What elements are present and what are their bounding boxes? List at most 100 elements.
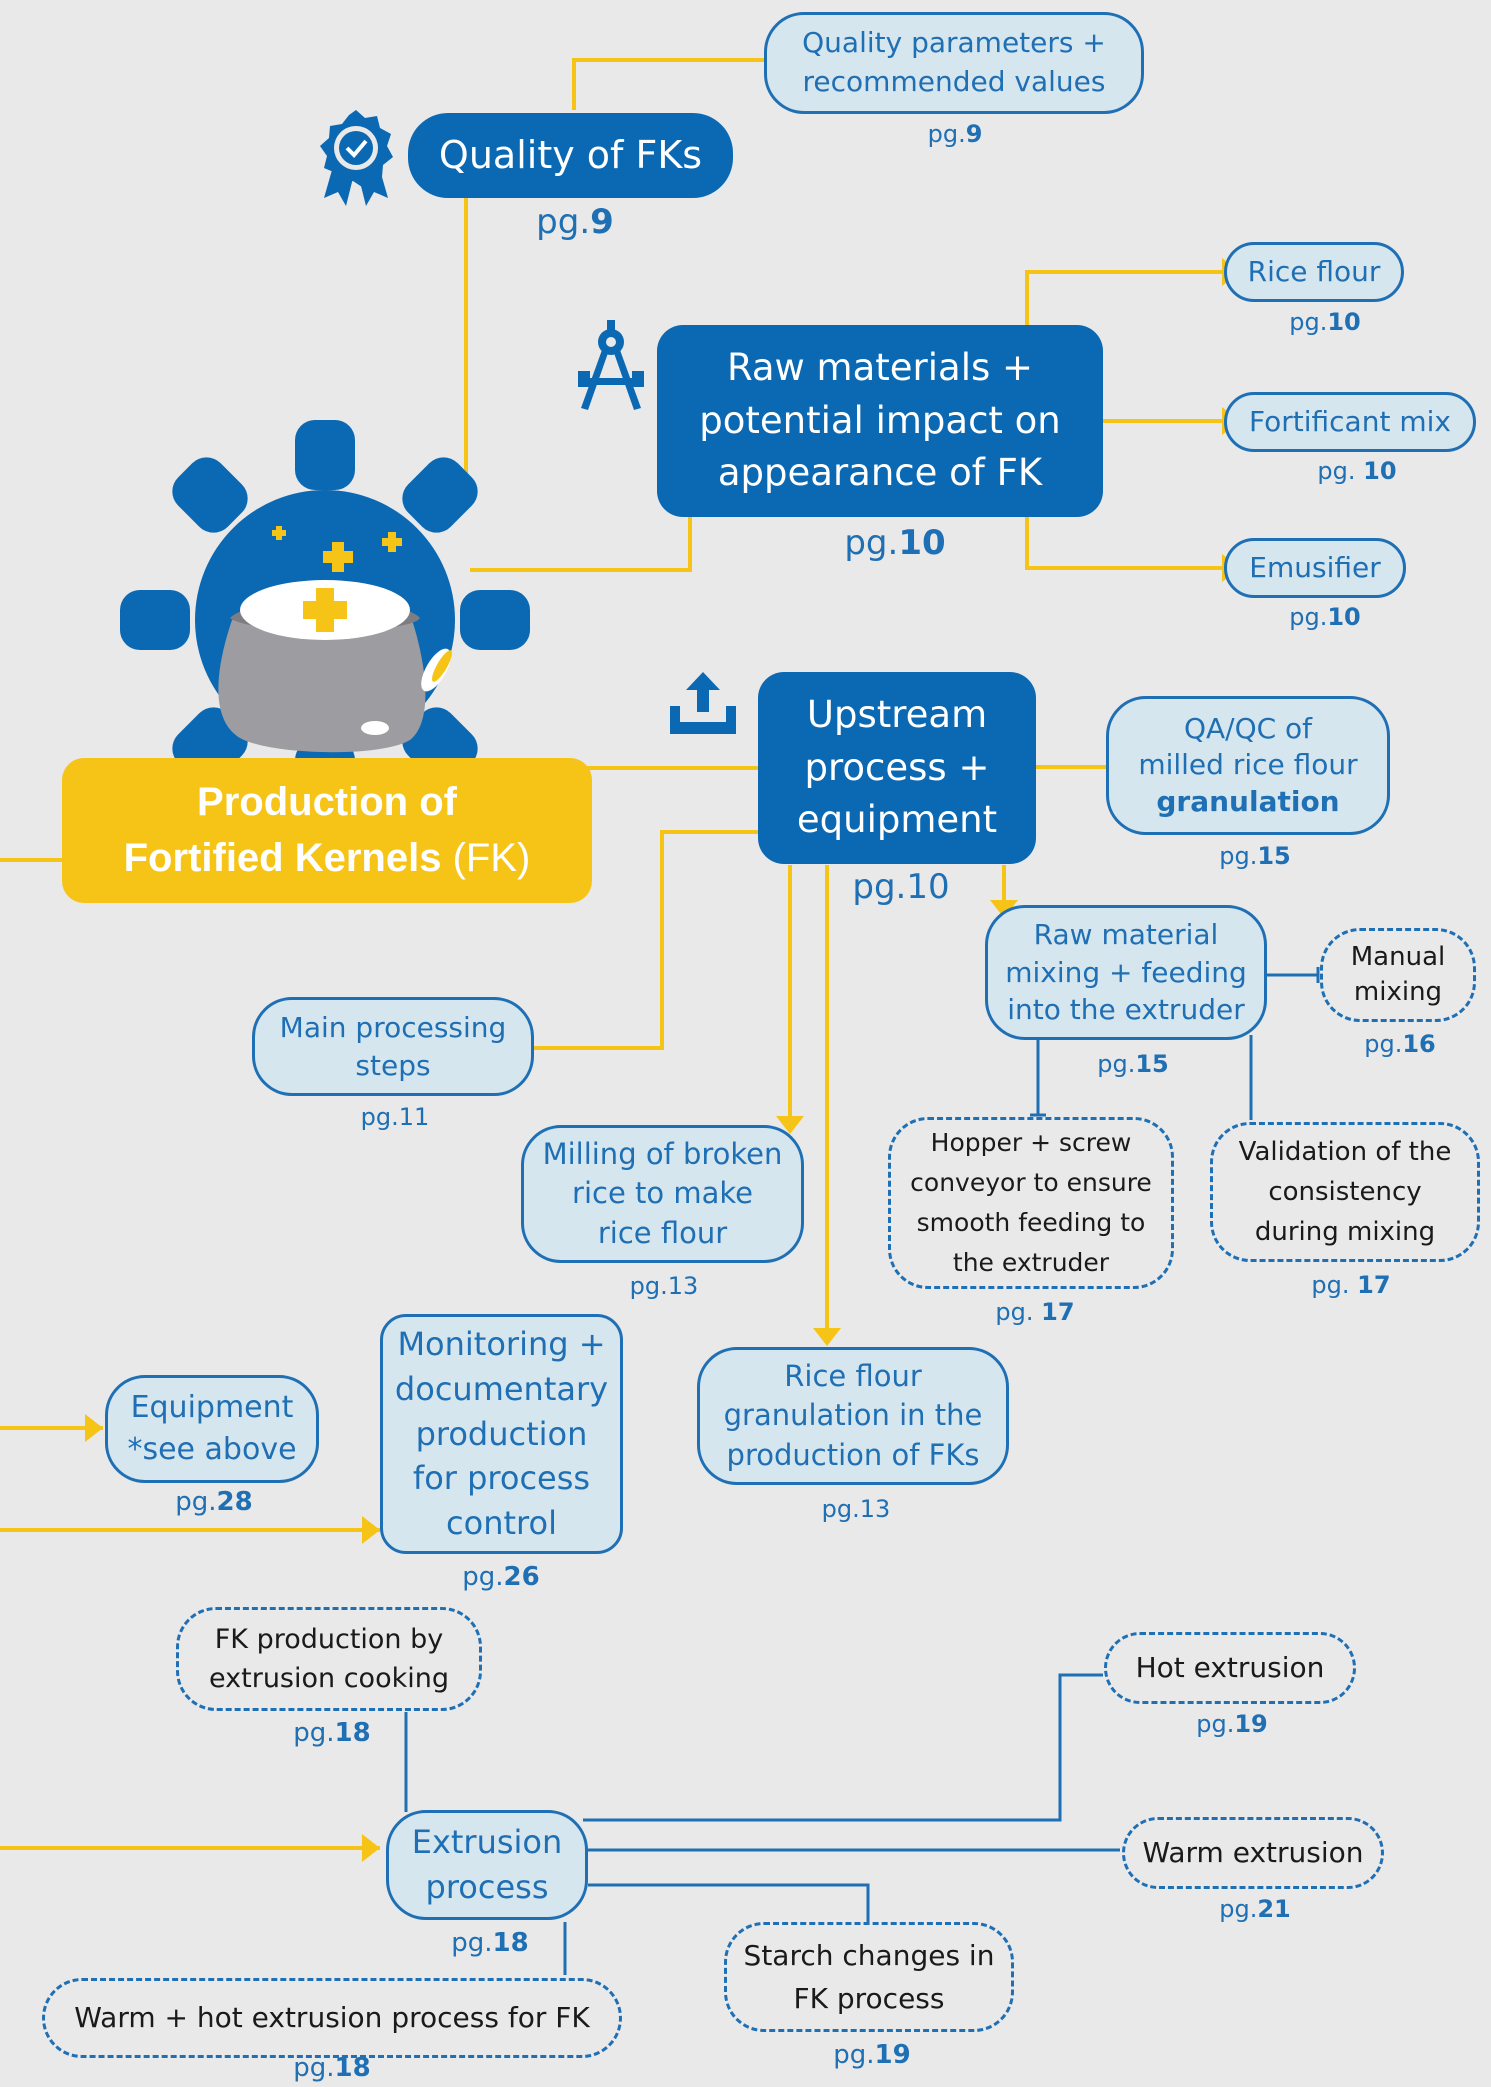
monitoring-page-ref: pg.26 — [462, 1562, 540, 1592]
node-manual-mixing[interactable]: Manual mixing — [1320, 928, 1476, 1022]
warm-hot-title: Warm + hot extrusion process for FK — [74, 2000, 590, 2034]
mixing-page-ref: pg.15 — [1097, 1050, 1169, 1078]
raw-line-3: appearance of FK — [717, 451, 1043, 495]
node-warm-hot-extrusion-fk[interactable]: Warm + hot extrusion process for FK — [42, 1978, 622, 2058]
main-steps-page-ref: pg.11 — [360, 1103, 430, 1131]
raw-page-ref: pg.10 — [844, 523, 946, 563]
node-fk-production-extrusion-cooking[interactable]: FK production by extrusion cooking — [176, 1607, 482, 1711]
connector-center-to-raw — [470, 505, 692, 572]
upstream-line-1: Upstream — [806, 693, 988, 737]
starch-page-ref: pg.19 — [833, 2040, 911, 2070]
award-badge-icon — [320, 110, 393, 206]
quality-params-line-2: recommended values — [802, 65, 1106, 98]
monitoring-line-3: production — [415, 1414, 588, 1453]
node-validation-consistency[interactable]: Validation of the consistency during mix… — [1210, 1122, 1480, 1262]
connector-raw-to-emulsifier — [1025, 512, 1222, 570]
node-milling-broken-rice[interactable]: Milling of broken rice to make rice flou… — [521, 1125, 804, 1263]
node-emulsifier[interactable]: Emusifier — [1224, 538, 1406, 598]
qaqc-line-1: QA/QC of — [1183, 711, 1313, 745]
extrusion-line-2: process — [425, 1868, 549, 1906]
quality-params-page-ref: pg.9 — [927, 120, 983, 148]
manual-line-1: Manual — [1350, 941, 1446, 972]
node-upstream-process[interactable]: Upstream process + equipment — [758, 672, 1036, 864]
qaqc-line-3: granulation — [1156, 784, 1340, 818]
equipment-line-1: Equipment — [130, 1390, 294, 1425]
drafting-compass-icon — [578, 320, 644, 410]
quality-page-ref: pg.9 — [536, 202, 614, 242]
hopper-line-1: Hopper + screw — [930, 1128, 1132, 1157]
node-starch-changes[interactable]: Starch changes in FK process — [724, 1922, 1014, 2032]
central-line-1: Production of — [197, 780, 457, 825]
node-rice-flour[interactable]: Rice flour — [1224, 242, 1404, 302]
fortificant-title: Fortificant mix — [1249, 404, 1451, 438]
node-hot-extrusion[interactable]: Hot extrusion — [1104, 1632, 1356, 1704]
milling-line-2: rice to make — [572, 1176, 753, 1211]
emulsifier-title: Emusifier — [1249, 550, 1381, 584]
node-hopper-screw-conveyor[interactable]: Hopper + screw conveyor to ensure smooth… — [888, 1117, 1174, 1289]
node-quality-of-fks[interactable]: Quality of FKs — [408, 113, 733, 198]
starch-line-2: FK process — [793, 1982, 945, 2015]
manual-line-2: mixing — [1353, 977, 1443, 1007]
granulation-line-1: Rice flour — [784, 1359, 922, 1394]
central-line-2: Fortified Kernels (FK) — [123, 835, 531, 880]
node-main-processing-steps[interactable]: Main processing steps — [252, 997, 534, 1096]
qaqc-line-2: milled rice flour — [1138, 748, 1358, 782]
emulsifier-page-ref: pg.10 — [1289, 603, 1361, 631]
arrowhead — [990, 900, 1018, 918]
node-raw-materials[interactable]: Raw materials + potential impact on appe… — [657, 325, 1103, 517]
warm-hot-page-ref: pg.18 — [293, 2053, 371, 2083]
node-fortificant-mix[interactable]: Fortificant mix — [1224, 392, 1476, 452]
granulation-page-ref: pg.13 — [821, 1495, 891, 1523]
fk-production-line-1: FK production by — [214, 1623, 444, 1655]
connector-upstream-to-mainsteps — [532, 830, 760, 1050]
connector-extrusion-to-starch — [588, 1883, 870, 1923]
upstream-line-2: process + — [804, 745, 990, 789]
mixing-line-2: mixing + feeding — [1005, 955, 1247, 989]
node-quality-parameters[interactable]: Quality parameters + recommended values — [764, 12, 1144, 114]
node-equipment[interactable]: Equipment *see above — [105, 1375, 319, 1483]
hopper-page-ref: pg. 17 — [995, 1298, 1075, 1326]
milling-line-3: rice flour — [597, 1215, 728, 1250]
central-node-production-of-fk[interactable]: Production of Fortified Kernels (FK) — [62, 758, 592, 903]
upstream-page-ref: pg.10 — [852, 867, 950, 907]
milling-page-ref: pg.13 — [629, 1272, 699, 1300]
upload-tray-icon — [670, 672, 736, 734]
fk-production-page-ref: pg.18 — [293, 1718, 371, 1748]
node-qaqc-milled-flour[interactable]: QA/QC of milled rice flour granulation — [1106, 696, 1390, 835]
validation-page-ref: pg. 17 — [1311, 1271, 1391, 1299]
quality-params-line-1: Quality parameters + — [802, 26, 1106, 60]
node-monitoring-documentary[interactable]: Monitoring + documentary production for … — [380, 1314, 623, 1554]
warm-page-ref: pg.21 — [1219, 1895, 1291, 1923]
hot-page-ref: pg.19 — [1196, 1710, 1268, 1738]
hopper-line-3: smooth feeding to — [916, 1208, 1146, 1237]
arrowhead — [813, 1328, 841, 1346]
node-raw-material-mixing[interactable]: Raw material mixing + feeding into the e… — [985, 905, 1267, 1040]
gear-rice-sack-icon — [120, 420, 530, 800]
mixing-line-3: into the extruder — [1007, 993, 1245, 1027]
node-warm-extrusion[interactable]: Warm extrusion — [1122, 1817, 1384, 1889]
monitoring-line-4: for process — [412, 1459, 591, 1498]
upstream-line-3: equipment — [796, 798, 998, 842]
granulation-line-2: granulation in the — [723, 1398, 983, 1433]
node-rice-flour-granulation[interactable]: Rice flour granulation in the production… — [697, 1347, 1009, 1485]
validation-line-3: during mixing — [1254, 1217, 1436, 1248]
validation-line-2: consistency — [1268, 1176, 1422, 1207]
granulation-line-3: production of FKs — [726, 1437, 980, 1472]
connector-quality-to-params — [572, 58, 768, 110]
node-extrusion-process[interactable]: Extrusion process — [386, 1810, 588, 1920]
mixing-line-1: Raw material — [1033, 917, 1219, 951]
main-steps-line-2: steps — [355, 1048, 431, 1082]
hopper-line-4: the extruder — [952, 1248, 1110, 1277]
milling-line-1: Milling of broken — [542, 1137, 783, 1172]
arrowhead — [362, 1834, 380, 1862]
main-steps-line-1: Main processing — [279, 1010, 507, 1044]
starch-line-1: Starch changes in — [743, 1938, 995, 1972]
qaqc-page-ref: pg.15 — [1219, 842, 1291, 870]
connector-extrusion-to-hot — [583, 1673, 1103, 1822]
equipment-line-2: *see above — [127, 1432, 297, 1467]
extrusion-page-ref: pg.18 — [451, 1928, 529, 1958]
monitoring-line-5: control — [446, 1504, 557, 1543]
monitoring-line-1: Monitoring + — [397, 1325, 606, 1363]
arrowhead — [776, 1116, 804, 1134]
